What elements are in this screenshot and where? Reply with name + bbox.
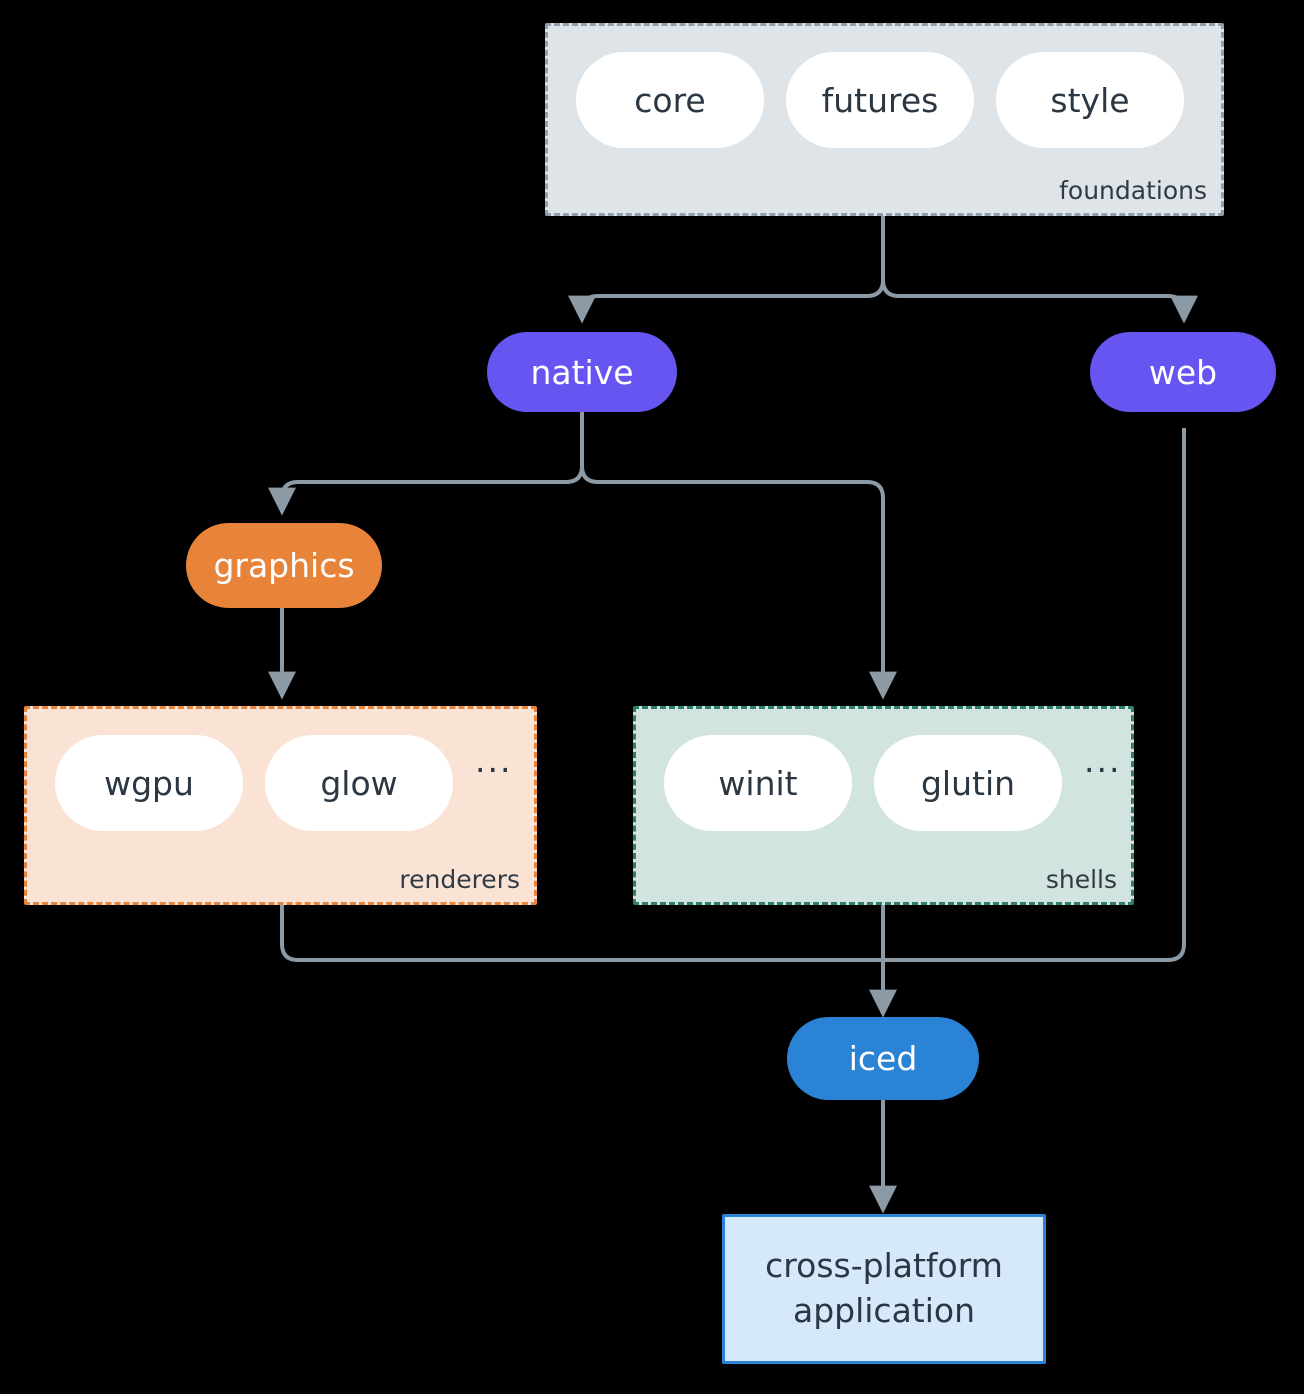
edge-foundations-web [881,279,1198,324]
node-core[interactable]: core [576,52,764,148]
node-glutin[interactable]: glutin [874,735,1062,831]
node-graphics[interactable]: graphics [186,523,382,608]
edge-native-graphics [268,412,584,516]
node-futures[interactable]: futures [786,52,974,148]
cluster-foundations-items: core futures style [548,26,1221,213]
cluster-renderers: wgpu glow ... renderers [24,706,537,905]
node-iced-label: iced [848,1039,918,1078]
node-style[interactable]: style [996,52,1184,148]
node-winit[interactable]: winit [664,735,852,831]
cluster-label-shells: shells [1045,865,1117,894]
node-native[interactable]: native [487,332,677,412]
edge-native-shells [580,465,897,700]
cluster-renderers-items: wgpu glow ... [27,709,534,902]
cluster-label-renderers: renderers [399,865,520,894]
edge-web-iced [883,428,1186,962]
node-graphics-label: graphics [213,546,355,585]
cluster-label-foundations: foundations [1059,176,1207,205]
renderers-ellipsis: ... [475,741,513,780]
node-wgpu[interactable]: wgpu [55,735,243,831]
edge-foundations-split [568,216,885,324]
edge-renderers-iced [280,905,883,962]
node-application-label-line2: application [792,1291,976,1330]
node-application[interactable]: cross-platform application [722,1214,1046,1364]
cluster-shells: winit glutin ... shells [633,706,1134,905]
node-web[interactable]: web [1090,332,1276,412]
node-application-label-line1: cross-platform [765,1246,1003,1286]
node-web-label: web [1148,352,1218,392]
cluster-shells-items: winit glutin ... [636,709,1131,902]
shells-ellipsis: ... [1084,741,1122,780]
node-native-label: native [530,352,634,392]
node-glow[interactable]: glow [265,735,453,831]
node-iced[interactable]: iced [787,1017,979,1100]
cluster-foundations: core futures style foundations [545,23,1224,216]
